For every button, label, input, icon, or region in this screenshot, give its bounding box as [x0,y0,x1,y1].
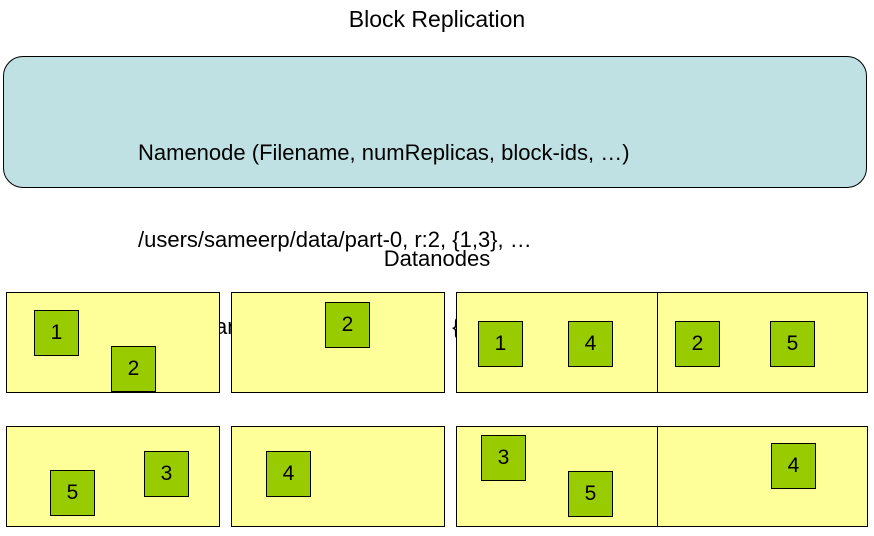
block: 2 [675,321,720,367]
block: 4 [771,443,816,489]
block: 1 [34,310,79,356]
datanode-5: 5 3 [6,426,220,527]
datanode-1: 1 2 [6,292,220,393]
datanode-7: 3 5 [456,426,670,527]
block: 4 [568,321,613,367]
namenode-line-file-0: /users/sameerp/data/part-0, r:2, {1,3}, … [138,227,532,252]
datanodes-section-label: Datanodes [383,246,491,271]
datanode-8: 4 [657,426,868,527]
datanode-2: 2 [231,292,445,393]
block: 3 [144,451,189,497]
namenode-panel: Namenode (Filename, numReplicas, block-i… [3,56,867,339]
block: 2 [111,346,156,392]
block: 5 [568,471,613,517]
block: 4 [266,451,311,497]
block: 3 [481,435,526,481]
block: 5 [50,470,95,516]
namenode-line-header: Namenode (Filename, numReplicas, block-i… [138,140,630,165]
datanode-grid: 1 2 2 1 4 2 5 5 3 4 3 5 4 [0,292,874,536]
datanode-3: 1 4 [456,292,670,393]
block: 2 [325,302,370,348]
datanode-4: 2 5 [657,292,868,393]
datanode-6: 4 [231,426,445,527]
block: 5 [770,321,815,367]
page-title: Block Replication [348,6,526,32]
block: 1 [478,321,523,367]
